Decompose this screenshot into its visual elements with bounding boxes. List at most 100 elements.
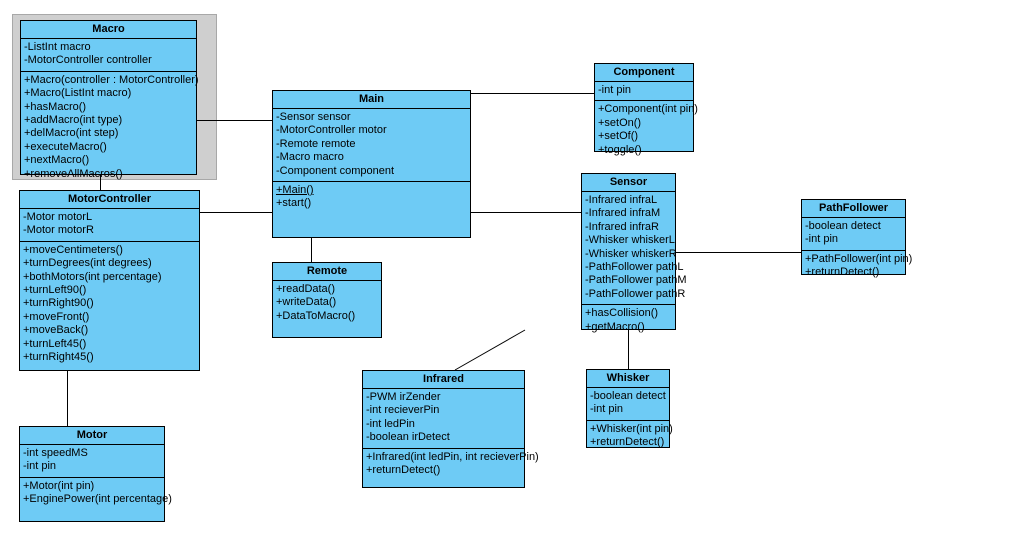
edge-macro-main bbox=[196, 120, 273, 121]
attribute-row: -int ledPin bbox=[366, 417, 415, 430]
method-row: +removeAllMacros() bbox=[24, 167, 123, 180]
method-row: +executeMacro() bbox=[24, 140, 107, 153]
edge-motorcontroller-main bbox=[200, 212, 273, 213]
class-box-macro[interactable]: Macro -ListInt macro -MotorController co… bbox=[20, 20, 199, 180]
methods-compartment-sensor: +hasCollision() +getMacro() bbox=[582, 305, 675, 337]
attribute-row: -Sensor sensor bbox=[276, 111, 351, 123]
attribute-row: -PathFollower pathM bbox=[585, 274, 687, 287]
attribute-row: -PWM irZender bbox=[366, 391, 441, 403]
method-row: +DataToMacro() bbox=[276, 309, 356, 322]
class-box-infrared[interactable]: Infrared -PWM irZender -int recieverPin … bbox=[362, 370, 539, 488]
attribute-row: -int recieverPin bbox=[366, 404, 440, 417]
attributes-compartment-infrared: -PWM irZender -int recieverPin -int ledP… bbox=[363, 389, 524, 449]
attribute-row: -int pin bbox=[590, 403, 624, 416]
method-row: +turnRight90() bbox=[23, 297, 94, 310]
attribute-row: -Motor motorR bbox=[23, 224, 94, 237]
method-row: +hasCollision() bbox=[585, 307, 659, 320]
methods-compartment-whisker: +Whisker(int pin) +returnDetect() bbox=[587, 421, 673, 453]
method-row: +Macro(controller : MotorController) bbox=[24, 73, 199, 86]
method-row: +writeData() bbox=[276, 296, 337, 309]
method-row: +EnginePower(int percentage) bbox=[23, 493, 172, 506]
attribute-row: -Component component bbox=[276, 164, 395, 177]
class-box-sensor[interactable]: Sensor -Infrared infraL -Infrared infraM… bbox=[581, 173, 687, 333]
edge-macro-motorcontroller bbox=[100, 172, 101, 190]
attributes-compartment-pathfollower: -boolean detect -int pin bbox=[802, 218, 905, 251]
edge-main-sensor bbox=[471, 212, 581, 213]
class-box-remote[interactable]: Remote +readData() +writeData() +DataToM… bbox=[272, 262, 382, 338]
method-row: +moveFront() bbox=[23, 310, 90, 323]
method-row: +nextMacro() bbox=[24, 154, 90, 167]
class-box-whisker[interactable]: Whisker -boolean detect -int pin +Whiske… bbox=[586, 369, 673, 448]
method-row: +getMacro() bbox=[585, 320, 645, 333]
method-row: +start() bbox=[276, 197, 312, 210]
attribute-row: -Macro macro bbox=[276, 151, 344, 164]
attribute-row: -Whisker whiskerR bbox=[585, 247, 677, 260]
methods-compartment-motorcontroller: +moveCentimeters() +turnDegrees(int degr… bbox=[20, 242, 199, 368]
methods-compartment-remote: +readData() +writeData() +DataToMacro() bbox=[273, 281, 381, 326]
class-title-remote: Remote bbox=[273, 263, 381, 281]
class-title-main: Main bbox=[273, 91, 470, 109]
attribute-row: -Whisker whiskerL bbox=[585, 234, 675, 247]
class-title-infrared: Infrared bbox=[363, 371, 524, 389]
method-row: +readData() bbox=[276, 283, 336, 295]
method-row: +returnDetect() bbox=[366, 464, 441, 477]
attribute-row: -Infrared infraL bbox=[585, 194, 658, 206]
method-row: +Component(int pin) bbox=[598, 103, 698, 116]
edge-main-remote bbox=[311, 238, 312, 262]
method-row: +setOf() bbox=[598, 130, 639, 143]
method-row: +addMacro(int type) bbox=[24, 114, 123, 127]
methods-compartment-component: +Component(int pin) +setOn() +setOf() +t… bbox=[595, 101, 698, 160]
method-row: +delMacro(int step) bbox=[24, 127, 119, 140]
class-title-component: Component bbox=[595, 64, 693, 82]
attribute-row: -Motor motorL bbox=[23, 211, 93, 223]
method-row: +moveBack() bbox=[23, 324, 89, 337]
class-box-pathfollower[interactable]: PathFollower -boolean detect -int pin +P… bbox=[801, 199, 913, 278]
class-box-component[interactable]: Component -int pin +Component(int pin) +… bbox=[594, 63, 698, 156]
methods-compartment-infrared: +Infrared(int ledPin, int recieverPin) +… bbox=[363, 449, 539, 481]
attribute-row: -int pin bbox=[598, 84, 632, 96]
method-row: +returnDetect() bbox=[805, 266, 880, 279]
attribute-row: -Remote remote bbox=[276, 137, 356, 150]
class-title-macro: Macro bbox=[21, 21, 196, 39]
attribute-row: -boolean irDetect bbox=[366, 431, 450, 444]
attribute-row: -boolean detect bbox=[805, 220, 881, 232]
methods-compartment-main: +Main() +start() bbox=[273, 182, 470, 214]
method-row: +Whisker(int pin) bbox=[590, 422, 673, 435]
class-title-motorcontroller: MotorController bbox=[20, 191, 199, 209]
class-box-main[interactable]: Main -Sensor sensor -MotorController mot… bbox=[272, 90, 471, 238]
method-row: +turnLeft45() bbox=[23, 337, 87, 350]
attribute-row: -MotorController controller bbox=[24, 54, 152, 67]
method-row: +turnDegrees(int degrees) bbox=[23, 257, 152, 270]
attribute-row: -Infrared infraR bbox=[585, 220, 659, 233]
attribute-row: -int pin bbox=[805, 233, 839, 246]
methods-compartment-macro: +Macro(controller : MotorController) +Ma… bbox=[21, 72, 199, 184]
attributes-compartment-sensor: -Infrared infraL -Infrared infraM -Infra… bbox=[582, 192, 687, 306]
methods-compartment-motor: +Motor(int pin) +EnginePower(int percent… bbox=[20, 478, 172, 510]
class-title-motor: Motor bbox=[20, 427, 164, 445]
method-row: +Infrared(int ledPin, int recieverPin) bbox=[366, 450, 539, 463]
class-box-motor[interactable]: Motor -int speedMS -int pin +Motor(int p… bbox=[19, 426, 172, 522]
method-row: +Motor(int pin) bbox=[23, 479, 95, 492]
attribute-row: -PathFollower pathL bbox=[585, 261, 684, 274]
method-row: +turnLeft90() bbox=[23, 284, 87, 297]
method-row: +turnRight45() bbox=[23, 351, 94, 364]
method-row: +bothMotors(int percentage) bbox=[23, 270, 162, 283]
class-title-pathfollower: PathFollower bbox=[802, 200, 905, 218]
attributes-compartment-whisker: -boolean detect -int pin bbox=[587, 388, 669, 421]
class-box-motorcontroller[interactable]: MotorController -Motor motorL -Motor mot… bbox=[19, 190, 200, 371]
attribute-row: -int pin bbox=[23, 460, 57, 473]
attribute-row: -MotorController motor bbox=[276, 124, 387, 137]
edge-sensor-pathfollower bbox=[676, 252, 801, 253]
method-row: +setOn() bbox=[598, 116, 642, 129]
class-title-whisker: Whisker bbox=[587, 370, 669, 388]
method-row: +hasMacro() bbox=[24, 100, 87, 113]
class-title-sensor: Sensor bbox=[582, 174, 675, 192]
attribute-row: -ListInt macro bbox=[24, 41, 91, 53]
edge-main-component bbox=[471, 93, 594, 94]
method-row: +PathFollower(int pin) bbox=[805, 252, 913, 265]
edge-sensor-infrared bbox=[454, 329, 526, 371]
attribute-row: -Infrared infraM bbox=[585, 207, 661, 220]
attribute-row: -int speedMS bbox=[23, 447, 88, 459]
attributes-compartment-component: -int pin bbox=[595, 82, 693, 102]
